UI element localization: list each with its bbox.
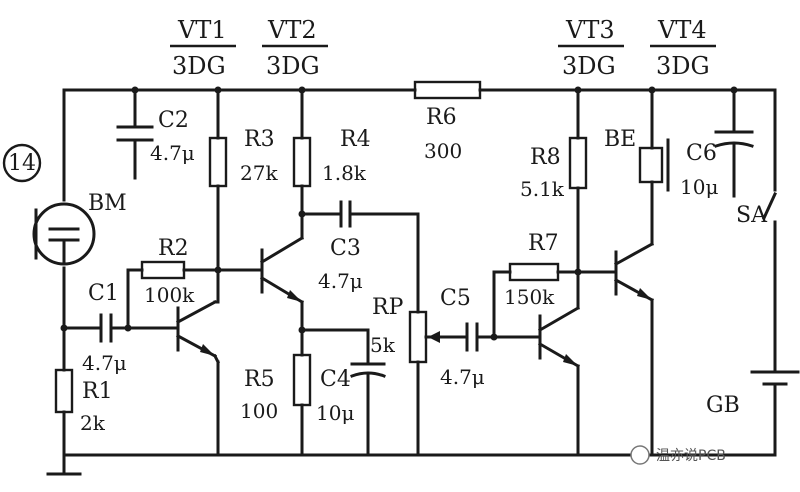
label-BM: BM <box>88 191 127 216</box>
resistor-R8: R8 5.1k <box>520 136 588 201</box>
earphone-BE: BE <box>604 88 670 192</box>
resistor-R1: R1 2k <box>54 368 113 435</box>
value-R5: 100 <box>240 399 278 423</box>
value-C2: 4.7μ <box>150 141 195 165</box>
value-R4: 1.8k <box>322 161 367 185</box>
type-VT1: 3DG <box>172 52 226 80</box>
transistor-VT4: VT4 3DG <box>576 16 716 457</box>
label-RP: RP <box>372 295 404 320</box>
label-VT1: VT1 <box>177 16 227 44</box>
label-GB: GB <box>706 393 740 418</box>
capacitor-C6: C6 10μ <box>680 88 754 199</box>
label-BE: BE <box>604 127 636 152</box>
value-R2: 100k <box>144 283 195 307</box>
resistor-R2: R2 100k <box>126 236 220 330</box>
label-R8: R8 <box>530 145 561 170</box>
figure-number-badge: 14 <box>2 143 42 183</box>
value-C5: 4.7μ <box>440 365 485 389</box>
label-C3: C3 <box>330 236 361 261</box>
value-R7: 150k <box>504 285 555 309</box>
figure-number: 14 <box>8 151 36 176</box>
label-C5: C5 <box>440 286 471 311</box>
label-R7: R7 <box>528 231 559 256</box>
resistor-R3: R3 27k <box>208 127 278 188</box>
label-R4: R4 <box>340 127 371 152</box>
label-R2: R2 <box>158 236 189 261</box>
capacitor-C3: C3 4.7μ <box>300 200 420 314</box>
label-R1: R1 <box>82 379 113 404</box>
label-R6: R6 <box>426 105 457 130</box>
label-VT4: VT4 <box>657 16 707 44</box>
label-SA: SA <box>736 203 768 228</box>
capacitor-C4: C4 10μ <box>300 328 386 457</box>
label-VT2: VT2 <box>267 16 317 44</box>
value-R8: 5.1k <box>520 177 565 201</box>
label-C2: C2 <box>158 108 189 133</box>
capacitor-C2: C2 4.7μ <box>116 88 195 180</box>
microphone-BM: BM <box>32 191 127 266</box>
value-C1: 4.7μ <box>82 351 127 375</box>
value-RP: 5k <box>370 333 396 357</box>
watermark: 温亦说PCB <box>630 445 726 465</box>
label-C4: C4 <box>320 367 351 392</box>
value-C6: 10μ <box>680 175 718 199</box>
battery-GB: GB <box>706 370 800 457</box>
label-VT3: VT3 <box>565 16 615 44</box>
transistor-VT2: VT2 3DG <box>216 16 328 457</box>
resistor-R5: R5 100 <box>240 353 312 423</box>
value-C3: 4.7μ <box>318 269 363 293</box>
label-R3: R3 <box>244 127 275 152</box>
type-VT3: 3DG <box>562 52 616 80</box>
label-R5: R5 <box>244 367 275 392</box>
resistor-R7: R7 150k <box>492 231 580 339</box>
value-C4: 10μ <box>316 401 354 425</box>
potentiometer-RP: RP 5k <box>370 295 468 457</box>
value-R1: 2k <box>80 411 106 435</box>
label-C1: C1 <box>88 281 119 306</box>
transistor-VT3: VT3 3DG <box>537 16 624 457</box>
value-R3: 27k <box>240 161 278 185</box>
switch-SA: SA <box>736 88 777 372</box>
transistor-VT1: VT1 3DG <box>170 16 236 457</box>
resistor-R4: R4 1.8k <box>292 127 371 188</box>
type-VT4: 3DG <box>656 52 710 80</box>
label-C6: C6 <box>686 141 717 166</box>
value-R6: 300 <box>424 139 462 163</box>
type-VT2: 3DG <box>266 52 320 80</box>
capacitor-C5: C5 4.7μ <box>440 286 542 389</box>
resistor-R6: R6 300 <box>413 80 482 163</box>
capacitor-C1: C1 4.7μ <box>62 281 180 375</box>
watermark-text: 温亦说PCB <box>656 448 726 464</box>
